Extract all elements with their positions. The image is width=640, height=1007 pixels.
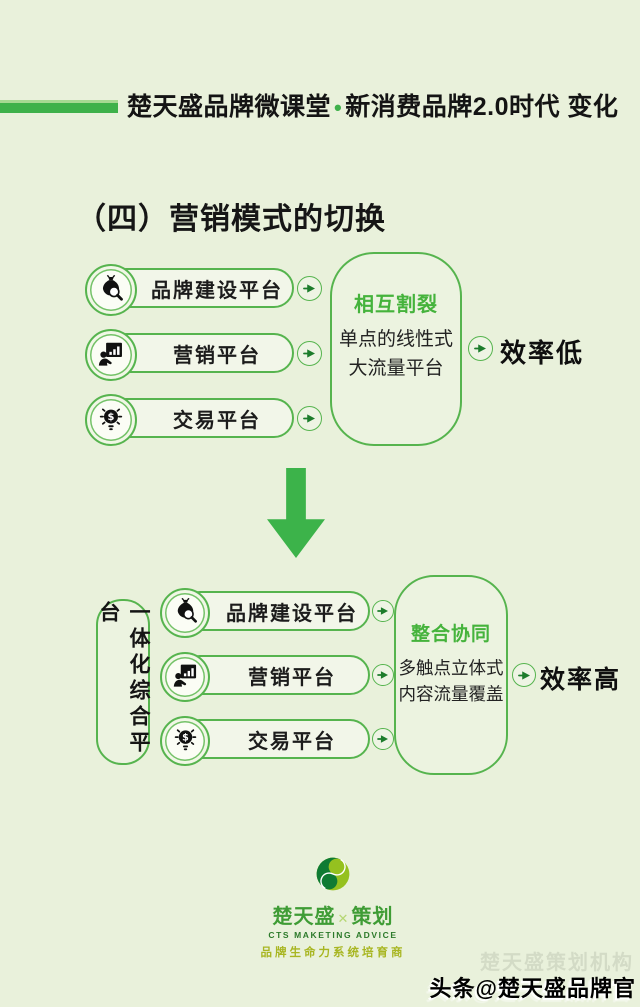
header-title: 楚天盛品牌微课堂•新消费品牌2.0时代 变化	[127, 87, 618, 123]
integrated-platform-box: 一体化综合平台	[96, 599, 150, 765]
ghost-watermark: 楚天盛策划机构	[480, 952, 634, 974]
integrated-platform-label: 一体化综合平台	[97, 601, 150, 757]
presenter-chart-icon	[172, 661, 199, 693]
platform-pill-label: 品牌建设平台	[226, 602, 358, 625]
platform-pill: 营销平台	[180, 655, 370, 695]
svg-text:$: $	[182, 733, 189, 744]
platform-pill: 交易平台	[106, 398, 294, 438]
brand-name-en: CTS MAKETING ADVICE	[268, 930, 398, 940]
platform-pill-label: 交易平台	[248, 730, 336, 753]
platform-pill-label: 交易平台	[173, 409, 261, 432]
brand-tagline: 品牌生命力系统培育商	[260, 947, 406, 959]
svg-text:$: $	[108, 412, 115, 423]
arrow-circle-icon	[372, 664, 394, 686]
arrow-circle-icon	[372, 728, 394, 750]
platform-icon-circle: $	[160, 716, 210, 766]
toutiao-watermark: 头条@楚天盛品牌官	[429, 976, 636, 1001]
platform-pill-label: 营销平台	[173, 344, 261, 367]
header-title-right: 新消费品牌2.0时代 变化	[345, 93, 619, 121]
header-accent-bar	[0, 100, 118, 113]
platform-icon-circle	[85, 264, 137, 316]
brand-name-right: 策划	[351, 906, 394, 928]
box-body-line1: 单点的线性式	[338, 329, 453, 350]
moneybag-magnifier-icon	[97, 274, 125, 307]
efficiency-high-label: 效率高	[540, 666, 622, 694]
platform-icon-circle	[85, 329, 137, 381]
box-title: 相互割裂	[354, 294, 438, 316]
arrow-circle-icon	[297, 341, 322, 366]
box-body-line2: 大流量平台	[348, 357, 444, 379]
platform-icon-circle: $	[85, 394, 137, 446]
cts-logo-icon	[314, 857, 352, 897]
down-arrow-icon	[267, 468, 325, 558]
integrated-summary-box: 整合协同 多触点立体式 内容流量覆盖	[394, 575, 508, 775]
arrow-circle-icon	[297, 406, 322, 431]
bulb-dollar-icon: $	[172, 725, 199, 757]
platform-icon-circle	[160, 588, 210, 638]
header-dot-separator: •	[334, 95, 343, 120]
box-title: 整合协同	[410, 624, 491, 645]
fragmented-summary-box: 相互割裂 单点的线性式 大流量平台	[330, 252, 462, 446]
presenter-chart-icon	[97, 339, 125, 372]
footer-logo-block: 楚天盛✕策划 CTS MAKETING ADVICE 品牌生命力系统培育商	[213, 855, 453, 960]
brand-x-separator: ✕	[337, 911, 350, 926]
section-title: （四）营销模式的切换	[76, 203, 386, 236]
box-body: 多触点立体式 内容流量覆盖	[396, 655, 506, 708]
arrow-circle-icon	[372, 600, 394, 622]
box-body-line2: 内容流量覆盖	[398, 684, 504, 705]
platform-pill: 品牌建设平台	[180, 591, 370, 631]
brand-name-left: 楚天盛	[272, 906, 336, 928]
platform-pill-label: 品牌建设平台	[151, 279, 283, 302]
bulb-dollar-icon: $	[97, 404, 125, 437]
brand-name: 楚天盛✕策划	[213, 900, 453, 929]
platform-pill: 营销平台	[106, 333, 294, 373]
box-body: 单点的线性式 大流量平台	[332, 326, 460, 383]
arrow-circle-icon	[297, 276, 322, 301]
efficiency-low-label: 效率低	[500, 338, 585, 368]
arrow-circle-icon	[512, 663, 536, 687]
platform-pill-label: 营销平台	[248, 666, 336, 689]
header-title-left: 楚天盛品牌微课堂	[127, 93, 332, 121]
arrow-circle-icon	[468, 336, 493, 361]
box-body-line1: 多触点立体式	[398, 658, 504, 678]
platform-icon-circle	[160, 652, 210, 702]
platform-pill: 品牌建设平台	[106, 268, 294, 308]
moneybag-magnifier-icon	[172, 597, 199, 629]
